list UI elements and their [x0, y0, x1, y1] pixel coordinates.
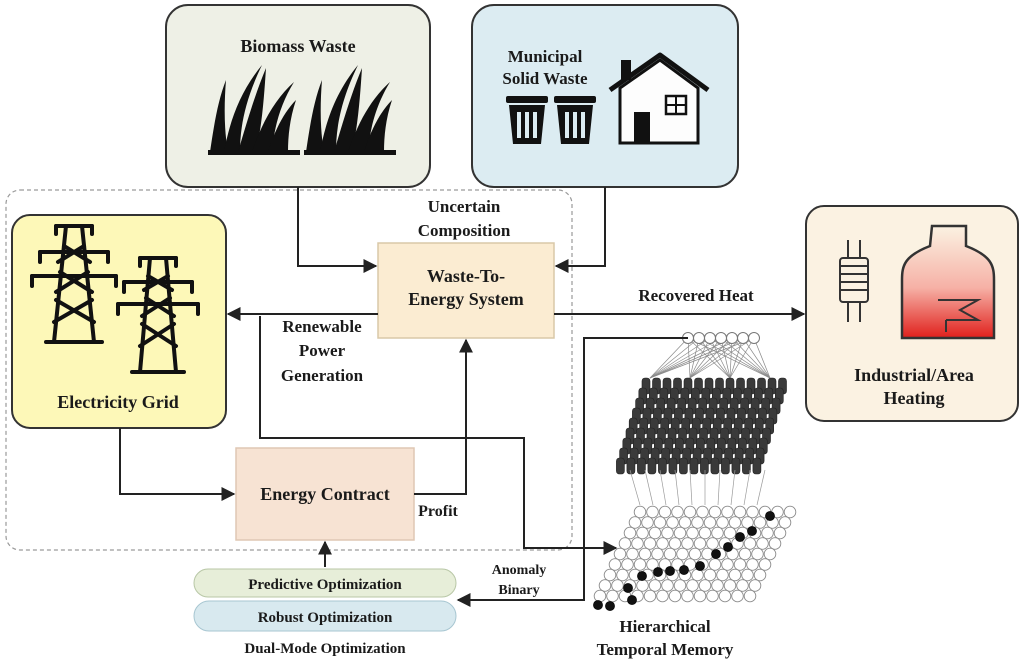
- renewable-power-generation-line1: Renewable: [282, 317, 362, 336]
- arrow-htm-input-feed: [456, 337, 688, 607]
- robust-optimization-label: Robust Optimization: [258, 610, 393, 626]
- energy-contract-label: Energy Contract: [260, 484, 389, 504]
- hierarchical-temporal-memory-graphic: [593, 332, 797, 611]
- arrow-municipal-to-wte: [554, 187, 606, 273]
- municipal-solid-waste-node: Municipal Solid Waste: [471, 4, 739, 188]
- energy-contract-node: Energy Contract: [235, 447, 415, 541]
- biomass-waste-node: Biomass Waste: [165, 4, 431, 188]
- recovered-heat-label: Recovered Heat: [638, 286, 754, 305]
- predictive-optimization-box: Predictive Optimization: [193, 568, 457, 598]
- electricity-grid-node: Electricity Grid: [11, 214, 227, 429]
- heat-exchanger-icon: [839, 240, 869, 322]
- robust-optimization-box: Robust Optimization: [193, 600, 457, 632]
- arrow-grid-to-contract: [119, 428, 236, 501]
- industrial-heating-node: Industrial/Area Heating: [805, 205, 1019, 422]
- transmission-tower-icon: [30, 224, 118, 344]
- grass-icon: [208, 65, 300, 155]
- wte-label-line2: Energy System: [408, 289, 524, 309]
- predictive-optimization-label: Predictive Optimization: [248, 577, 402, 593]
- house-icon: [608, 52, 710, 145]
- wte-label-line1: Waste-To-: [427, 266, 505, 286]
- anomaly-binary-line1: Anomaly: [492, 563, 546, 578]
- arrow-biomass-to-wte: [297, 187, 378, 273]
- grass-icon: [304, 65, 396, 155]
- waste-to-energy-node: Waste-To- Energy System: [377, 242, 555, 339]
- renewable-power-generation-line3: Generation: [281, 366, 364, 385]
- heating-vessel-icon: [900, 224, 996, 340]
- arrow-contract-profit-to-wte: [414, 338, 473, 495]
- renewable-power-generation-line2: Power: [299, 341, 346, 360]
- uncertain-composition-line1: Uncertain: [428, 197, 501, 216]
- system-boundary: [5, 189, 573, 551]
- uncertain-composition-line2: Composition: [418, 221, 511, 240]
- municipal-label-line2: Solid Waste: [502, 69, 588, 88]
- municipal-label-line1: Municipal: [508, 47, 583, 66]
- heating-label-line1: Industrial/Area: [854, 365, 974, 385]
- anomaly-binary-line2: Binary: [498, 583, 539, 598]
- transmission-tower-icon: [116, 256, 200, 374]
- trash-bin-icon: [554, 96, 596, 144]
- electricity-grid-label: Electricity Grid: [57, 392, 178, 412]
- trash-bin-icon: [506, 96, 548, 144]
- htm-label-line2: Temporal Memory: [597, 640, 734, 659]
- profit-label: Profit: [418, 503, 458, 520]
- htm-label-line1: Hierarchical: [619, 617, 711, 636]
- biomass-waste-label: Biomass Waste: [240, 36, 355, 56]
- arrow-generation-to-htm: [259, 316, 618, 555]
- dual-mode-optimization-label: Dual-Mode Optimization: [244, 641, 406, 657]
- heating-label-line2: Heating: [884, 388, 945, 408]
